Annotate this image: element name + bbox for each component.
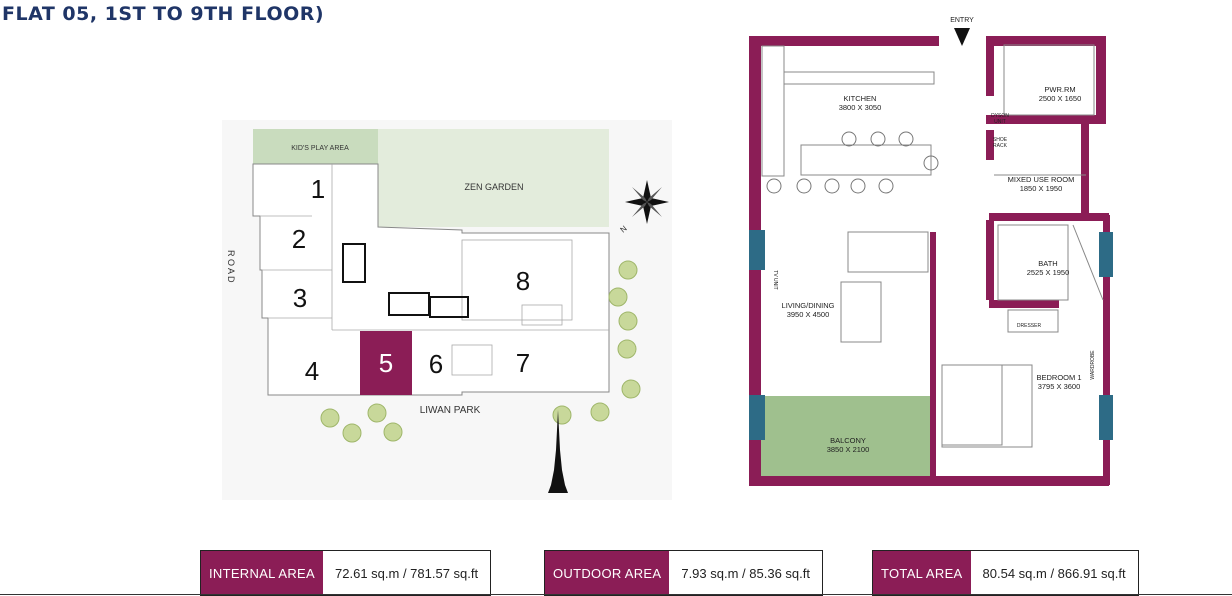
kids-play-area [253,129,378,164]
balcony-label: BALCONY [830,436,866,445]
compass-icon [625,180,669,224]
wardrobe-label: WARDROBE [1090,350,1096,380]
dyson-unit-label: DYSON [991,113,1009,119]
kids-play-area-label: KID'S PLAY AREA [291,145,349,152]
total-area-value: 80.54 sq.m / 866.91 sq.ft [982,565,1126,581]
bedroom-size: 3795 X 3600 [1038,382,1081,391]
shoe-rack-label: SHOE [993,137,1008,143]
pwr-rm-label: PWR.RM [1044,85,1075,94]
unit-number: 2 [292,224,306,254]
burj-icon [548,410,568,493]
entry-label: ENTRY [950,17,974,24]
zen-garden [378,129,609,227]
balcony-area [760,396,934,486]
unit-5-highlight [360,331,412,395]
mixed-use-size: 1850 X 1950 [1020,184,1063,193]
balcony-size: 3850 X 2100 [827,445,870,454]
kitchen-size: 3800 X 3050 [839,103,882,112]
tv-unit-label: TV UNIT [772,270,778,289]
internal-area-box: INTERNAL AREA 72.61 sq.m / 781.57 sq.ft [200,550,492,596]
north-label: N [619,224,629,235]
site-plan: KID'S PLAY AREA ZEN GARDEN 1 2 3 4 5 6 7… [222,120,672,500]
unit-number: 1 [311,174,325,204]
unit-number: 4 [305,356,319,386]
bottom-rule [0,594,1232,595]
unit-number: 6 [429,349,443,379]
mixed-use-label: MIXED USE ROOM [1008,175,1075,184]
unit-number: 5 [379,348,393,378]
dyson-unit-label: UNIT [994,119,1006,125]
road-label: R O A D [226,250,236,283]
living-size: 3950 X 4500 [787,310,830,319]
internal-area-label: INTERNAL AREA [201,551,324,595]
liwan-park-label: LIWAN PARK [420,405,481,416]
outdoor-area-value: 7.93 sq.m / 85.36 sq.ft [681,565,810,581]
zen-garden-label: ZEN GARDEN [464,182,523,192]
outdoor-area-box: OUTDOOR AREA 7.93 sq.m / 85.36 sq.ft [544,550,823,596]
building-outline [252,163,610,396]
bath-label: BATH [1038,259,1057,268]
pwr-rm-size: 2500 X 1650 [1039,94,1082,103]
unit-number: 8 [516,266,530,296]
kitchen-label: KITCHEN [844,94,877,103]
living-label: LIVING/DINING [782,301,835,310]
unit-number: 7 [516,348,530,378]
bath-size: 2525 X 1950 [1027,268,1070,277]
total-area-box: TOTAL AREA 80.54 sq.m / 866.91 sq.ft [872,550,1139,596]
tree-icon [320,260,641,443]
bedroom-label: BEDROOM 1 [1036,373,1081,382]
page-title: FLAT 05, 1ST TO 9TH FLOOR) [2,3,325,25]
shoe-rack-label: RACK [993,143,1008,149]
internal-area-value: 72.61 sq.m / 781.57 sq.ft [335,565,479,581]
entry-arrow-icon [954,28,970,46]
outdoor-area-label: OUTDOOR AREA [545,551,670,595]
unit-number: 3 [293,283,307,313]
total-area-label: TOTAL AREA [873,551,971,595]
floor-plan: ENTRY KITCHEN 3800 X 3050 PWR.RM 2500 X … [749,17,1113,486]
dresser-label: DRESSER [1017,323,1042,329]
